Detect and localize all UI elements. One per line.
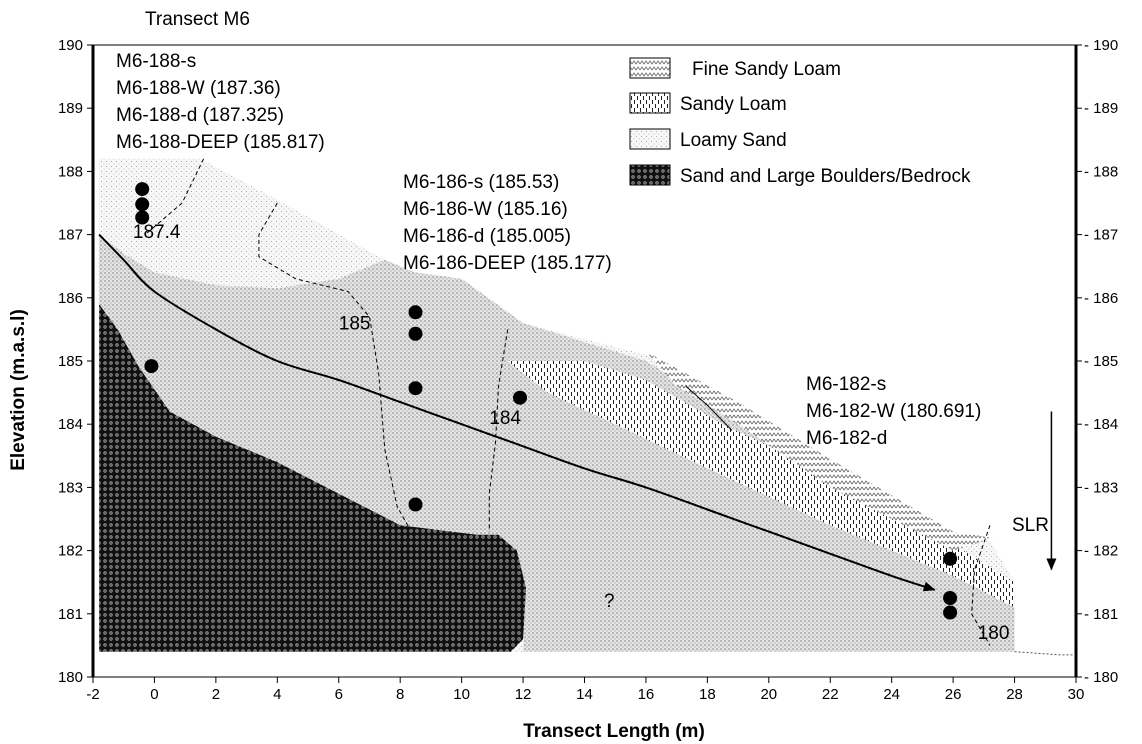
y-tick-label-right: - 186	[1084, 290, 1118, 307]
legend-swatch-bedrock	[629, 164, 671, 186]
legend-label: Sand and Large Boulders/Bedrock	[680, 166, 971, 187]
legend-swatch-loamy-sand	[629, 128, 671, 150]
sample-point	[513, 390, 527, 405]
x-tick-label: 30	[1068, 686, 1085, 703]
well-annotations: M6-188-sM6-188-W (187.36) M6-188-d (187.3…	[116, 51, 981, 449]
x-tick-label: 16	[638, 686, 655, 703]
well-label: M6-186-W (185.16)	[403, 199, 568, 220]
well-label: M6-188-d (187.325)	[116, 105, 284, 126]
y-tick-label-right: - 188	[1084, 163, 1118, 180]
legend-swatch-fine-sandy-loam	[629, 57, 671, 79]
x-tick-label: 4	[273, 686, 281, 703]
x-tick-label: 26	[945, 686, 962, 703]
y-tick-label-left: 188	[58, 163, 83, 180]
flow-line-layer	[98, 233, 1057, 592]
boundary-line-184	[488, 329, 509, 532]
sample-point	[135, 182, 150, 197]
legend-swatch-sandy-loam	[629, 92, 671, 114]
well-label: M6-182-d	[806, 428, 887, 449]
surface-extension-line	[1014, 651, 1076, 656]
x-tick-label: 2	[212, 686, 220, 703]
legend-label: Loamy Sand	[680, 130, 787, 151]
groundwater-flow-line	[98, 233, 936, 592]
x-tick-label: 6	[335, 686, 343, 703]
bedrock-region	[99, 304, 527, 652]
figure-title: Transect M6	[145, 9, 250, 30]
sample-point	[408, 381, 423, 396]
contour-label: 180	[978, 623, 1010, 644]
sample-point	[135, 197, 150, 212]
sandy-loam-region	[507, 361, 1015, 608]
x-tick-label: 8	[396, 686, 404, 703]
well-label: M6-186-s (185.53)	[403, 172, 559, 193]
sample-point	[408, 305, 423, 320]
y-tick-label-left: 189	[58, 100, 83, 117]
y-tick-label-left: 180	[58, 669, 83, 686]
y-tick-label-right: - 189	[1084, 100, 1118, 117]
sample-point	[408, 326, 423, 341]
sample-point	[943, 591, 958, 605]
x-axis-label: Transect Length (m)	[523, 721, 705, 742]
y-tick-label-left: 181	[58, 606, 83, 623]
y-tick-label-right: - 185	[1084, 353, 1118, 370]
well-label: M6-188-DEEP (185.817)	[116, 132, 325, 153]
well-label: M6-182-W (180.691)	[806, 401, 981, 422]
y-axis-label: Elevation (m.a.s.l)	[8, 309, 29, 471]
slr-label: SLR	[1012, 515, 1049, 536]
boundary-line-180	[971, 525, 991, 646]
sample-point	[144, 359, 159, 374]
x-tick-label: 20	[760, 686, 777, 703]
sandy-loam-edge	[685, 385, 733, 431]
sample-points	[135, 182, 958, 620]
well-label: M6-188-W (187.36)	[116, 78, 281, 99]
well-label: M6-186-DEEP (185.177)	[403, 253, 612, 274]
contour-label: 187.4	[133, 222, 181, 243]
soil-regions	[99, 158, 1076, 656]
contour-lines: 187.4 185 184 180	[133, 158, 1010, 646]
x-tick-label: 24	[883, 686, 900, 703]
x-tick-label: -2	[86, 686, 99, 703]
x-tick-label: 18	[699, 686, 716, 703]
y-tick-label-left: 183	[58, 479, 83, 496]
x-tick-label: 14	[576, 686, 593, 703]
y-tick-label-left: 185	[58, 353, 83, 370]
contour-label: 185	[339, 313, 371, 334]
legend-label: Sandy Loam	[680, 94, 787, 115]
y-tick-label-right: - 184	[1084, 416, 1118, 433]
well-label: M6-182-s	[806, 374, 886, 395]
y-tick-label-right: - 187	[1084, 227, 1118, 244]
contour-label: 184	[489, 408, 521, 429]
loamy-sand-region	[99, 234, 1015, 652]
x-tick-label: 22	[822, 686, 839, 703]
well-label: M6-188-s	[116, 51, 196, 72]
y-tick-label-left: 186	[58, 290, 83, 307]
sample-point	[408, 497, 423, 512]
boundary-line-187	[144, 158, 205, 235]
y-tick-label-left: 182	[58, 543, 83, 560]
sample-point	[943, 551, 958, 566]
y-tick-label-right: - 181	[1084, 606, 1118, 623]
unknown-region-label: ?	[604, 591, 615, 612]
x-tick-label: 0	[150, 686, 158, 703]
sample-point	[943, 605, 958, 620]
fine-sandy-loam-region	[645, 351, 994, 551]
sample-point	[135, 210, 150, 225]
y-tick-label-right: - 190	[1084, 37, 1118, 54]
y-tick-label-left: 184	[58, 416, 83, 433]
x-tick-label: 12	[515, 686, 532, 703]
boundary-line-185	[258, 202, 410, 529]
y-tick-label-left: 187	[58, 227, 83, 244]
y-tick-label-left: 190	[58, 37, 83, 54]
x-tick-label: 10	[453, 686, 470, 703]
well-label: M6-186-d (185.005)	[403, 226, 571, 247]
y-tick-label-right: - 182	[1084, 543, 1118, 560]
legend-label: Fine Sandy Loam	[692, 59, 841, 80]
y-tick-label-right: - 183	[1084, 479, 1118, 496]
x-tick-label: 28	[1006, 686, 1023, 703]
y-tick-label-right: - 180	[1084, 669, 1118, 686]
